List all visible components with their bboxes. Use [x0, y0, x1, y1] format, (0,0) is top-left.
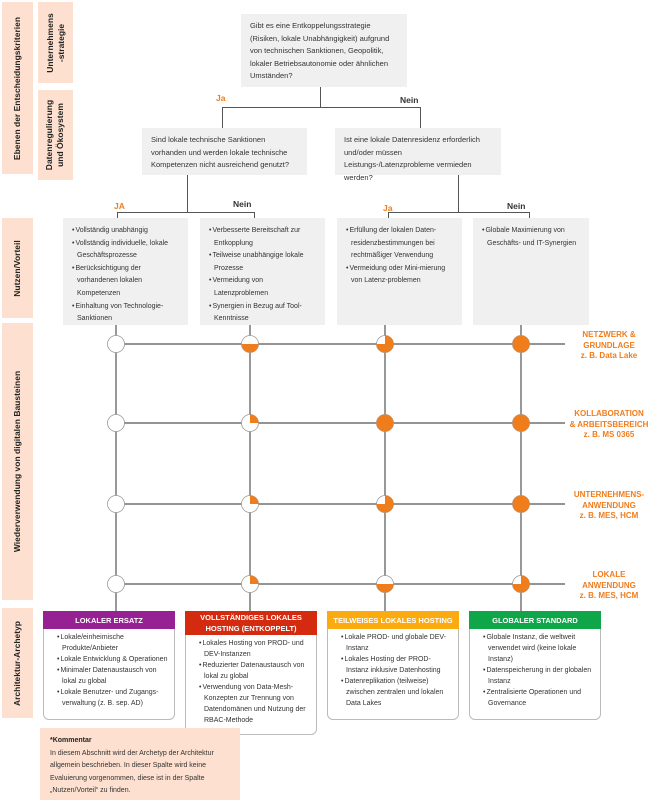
benefit-item: Vermeidung oder Mini-mierung von Latenz-… — [345, 263, 456, 288]
answer-no: Nein — [233, 199, 252, 209]
archetype-card: GLOBALER STANDARD Globale Instanz, die we… — [469, 611, 601, 720]
archetype-item: Lokale/einheimische Produkte/Anbieter — [56, 632, 168, 654]
benefit-box: Vollständig unabhängigVollständig indivi… — [63, 218, 188, 325]
archetype-item: Globale Instanz, die weltweit verwendet … — [482, 632, 594, 665]
benefit-item: Vollständig individuelle, lokale Geschäf… — [71, 238, 182, 263]
harvey-ball-fill — [250, 495, 259, 504]
label-benefit: Nutzen/Vorteil — [2, 218, 33, 318]
benefit-item: Vollständig unabhängig — [71, 225, 182, 238]
answer-yes: Ja — [383, 203, 393, 213]
archetype-item: Minimaler Datenaustausch von lokal zu gl… — [56, 665, 168, 687]
answer-no: Nein — [400, 95, 419, 105]
label-archetype: Architektur-Archetyp — [2, 608, 33, 718]
benefit-box: Verbesserte Bereitschaft zur Entkopplung… — [200, 218, 325, 325]
connector — [222, 107, 421, 108]
comment-box: *Kommentar In diesem Abschnitt wird der … — [40, 728, 240, 800]
benefit-item: Einhaltung von Technologie-Sanktionen — [71, 301, 182, 326]
harvey-ball-fill — [376, 335, 394, 353]
connector — [529, 212, 530, 218]
harvey-ball — [107, 575, 125, 593]
reuse-row-label: UNTERNEHMENS- ANWENDUNG z. B. MES, HCM — [573, 490, 645, 520]
archetype-title: GLOBALER STANDARD — [469, 611, 601, 629]
benefit-box: Globale Maximierung von Geschäfts- und I… — [473, 218, 589, 325]
archetype-item: Lokales Hosting der PROD-Instanz inklusi… — [340, 654, 452, 676]
benefit-item: Erfüllung der lokalen Daten-residenzbest… — [345, 225, 456, 263]
label-regulation: Datenregulierung und Ökosystem — [38, 90, 73, 180]
comment-title: *Kommentar — [50, 737, 92, 744]
archetype-item: Verwendung von Data-Mesh-Konzepten zur T… — [198, 682, 310, 726]
archetype-title: LOKALER ERSATZ — [43, 611, 175, 629]
benefit-item: Vermeidung von Latenzproblemen — [208, 275, 319, 300]
archetype-item: Lokale Entwicklung & Operationen — [56, 654, 168, 665]
harvey-ball — [107, 495, 125, 513]
archetype-item: Reduzierter Datenaustausch von lokal zu … — [198, 660, 310, 682]
archetype-card: LOKALER ERSATZ Lokale/einheimische Produk… — [43, 611, 175, 720]
question-sanctions: Sind lokale technische Sanktionen vorhan… — [142, 128, 307, 175]
connector — [388, 212, 529, 213]
connector — [388, 212, 389, 218]
reuse-row-label: KOLLABORATION & ARBEITSBEREICH z. B. MS … — [569, 409, 649, 439]
harvey-ball-fill — [376, 414, 394, 432]
benefit-item: Berücksichtigung der vorhandenen lokalen… — [71, 263, 182, 301]
harvey-ball-fill — [250, 414, 259, 423]
harvey-ball-fill — [512, 495, 530, 513]
benefit-item: Globale Maximierung von Geschäfts- und I… — [481, 225, 583, 250]
harvey-ball-fill — [241, 344, 259, 353]
benefit-item: Verbesserte Bereitschaft zur Entkopplung — [208, 225, 319, 250]
harvey-ball-fill — [512, 414, 530, 432]
label-decision-levels: Ebenen der Entscheidungskriterien — [2, 2, 33, 174]
reuse-row-label: NETZWERK & GRUNDLAGE z. B. Data Lake — [580, 330, 638, 360]
answer-no: Nein — [507, 201, 526, 211]
harvey-ball-fill — [512, 335, 530, 353]
connector — [222, 107, 223, 128]
question-data-residency: Ist eine lokale Datenresidenz erforderli… — [335, 128, 501, 182]
comment-text: In diesem Abschnitt wird der Archetyp de… — [50, 749, 214, 795]
connector — [117, 212, 254, 213]
harvey-ball-fill — [376, 584, 394, 593]
archetype-title: TEILWEISES LOKALES HOSTING — [327, 611, 459, 629]
harvey-ball — [107, 414, 125, 432]
label-reuse: Wiederverwendung von digitalen Bausteine… — [2, 323, 33, 600]
connector — [187, 175, 188, 212]
harvey-ball-fill — [376, 495, 394, 513]
archetype-item: Datenreplikation (teilweise) zwischen ze… — [340, 676, 452, 709]
answer-yes: Ja — [216, 93, 226, 103]
archetype-card: VOLLSTÄNDIGES LOKALES HOSTING (ENTKOPPEL… — [185, 611, 317, 735]
harvey-ball-fill — [512, 575, 530, 593]
archetype-item: Datenspeicherung in der globalen Instanz — [482, 665, 594, 687]
connector — [117, 212, 118, 218]
connector — [458, 175, 459, 212]
benefit-item: Teilweise unabhängige lokale Prozesse — [208, 250, 319, 275]
archetype-title: VOLLSTÄNDIGES LOKALES HOSTING (ENTKOPPEL… — [185, 611, 317, 635]
answer-yes: JA — [114, 201, 125, 211]
connector — [420, 107, 421, 128]
connector — [254, 212, 255, 218]
benefit-box: Erfüllung der lokalen Daten-residenzbest… — [337, 218, 462, 325]
connector — [320, 87, 321, 107]
label-strategy: Unternehmens -strategie — [38, 2, 73, 83]
archetype-item: Lokales Hosting von PROD- und DEV-Instan… — [198, 638, 310, 660]
archetype-item: Lokale Benutzer- und Zugangs-verwaltung … — [56, 687, 168, 709]
archetype-card: TEILWEISES LOKALES HOSTING Lokale PROD- u… — [327, 611, 459, 720]
harvey-ball — [107, 335, 125, 353]
archetype-item: Zentralisierte Operationen und Governanc… — [482, 687, 594, 709]
archetype-item: Lokale PROD- und globale DEV-Instanz — [340, 632, 452, 654]
question-decoupling: Gibt es eine Entkoppelungsstrategie (Ris… — [241, 14, 407, 87]
harvey-ball-fill — [250, 575, 259, 584]
benefit-item: Synergien in Bezug auf Tool-Kenntnisse — [208, 301, 319, 326]
reuse-row-label: LOKALE ANWENDUNG z. B. MES, HCM — [579, 570, 639, 600]
